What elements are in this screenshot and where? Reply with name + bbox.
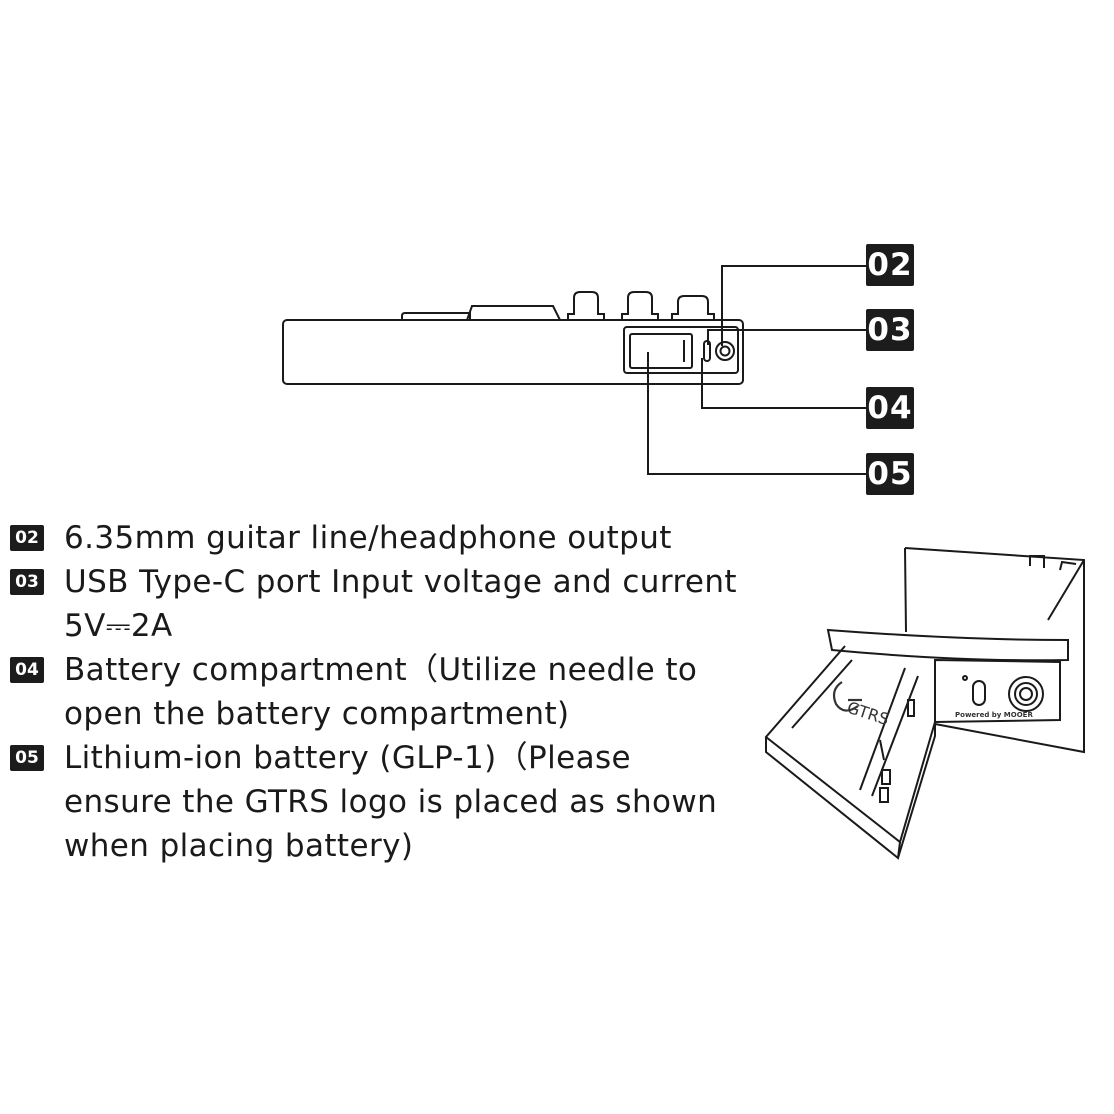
knob-1 bbox=[567, 291, 605, 320]
legend-line: Lithium-ion battery (GLP-1)（Please bbox=[64, 740, 632, 776]
leader-05 bbox=[647, 352, 866, 475]
legend-item-02: 02 6.35mm guitar line/headphone output bbox=[10, 516, 770, 560]
gtrs-logo: GTRS bbox=[845, 698, 892, 729]
leader-04 bbox=[701, 358, 866, 409]
callout-03: 03 bbox=[866, 309, 914, 351]
legend-line: when placing battery) bbox=[64, 828, 414, 864]
legend-badge-03: 03 bbox=[10, 569, 44, 595]
device-screen-bump bbox=[466, 305, 561, 321]
headphone-jack-outer bbox=[715, 341, 735, 361]
callout-05: 05 bbox=[866, 453, 914, 495]
battery-tray bbox=[764, 645, 936, 844]
legend-line: open the battery compartment) bbox=[64, 696, 570, 732]
legend-item-05: 05 Lithium-ion battery (GLP-1)（Please en… bbox=[10, 736, 770, 868]
legend-line: 6.35mm guitar line/headphone output bbox=[64, 520, 672, 556]
leader-03 bbox=[707, 329, 866, 345]
panel-knob bbox=[1008, 676, 1044, 712]
legend-line: Battery compartment（Utilize needle to bbox=[64, 652, 698, 688]
legend-text-02: 6.35mm guitar line/headphone output bbox=[64, 516, 770, 560]
knob-2 bbox=[621, 291, 659, 320]
legend-text-04: Battery compartment（Utilize needle to op… bbox=[64, 648, 770, 736]
port-panel bbox=[623, 326, 739, 374]
legend-text-03: USB Type-C port Input voltage and curren… bbox=[64, 560, 770, 648]
device-body bbox=[282, 319, 744, 385]
legend-line: USB Type-C port Input voltage and curren… bbox=[64, 564, 737, 600]
legend: 02 6.35mm guitar line/headphone output 0… bbox=[10, 516, 770, 868]
legend-text-05: Lithium-ion battery (GLP-1)（Please ensur… bbox=[64, 736, 770, 868]
headphone-jack-inner bbox=[719, 345, 731, 357]
legend-item-04: 04 Battery compartment（Utilize needle to… bbox=[10, 648, 770, 736]
callout-04: 04 bbox=[866, 387, 914, 429]
battery-front-frame bbox=[826, 628, 1069, 662]
leader-02 bbox=[721, 265, 866, 346]
device-top-plate bbox=[401, 312, 471, 320]
panel-brand-label: Powered by MOOER bbox=[955, 711, 1033, 719]
legend-line: 5V⎓2A bbox=[64, 608, 173, 644]
legend-line: ensure the GTRS logo is placed as shown bbox=[64, 784, 718, 820]
gtrs-logo-group: GTRS bbox=[832, 681, 892, 729]
legend-badge-02: 02 bbox=[10, 525, 44, 551]
knob-3 bbox=[671, 295, 715, 320]
legend-badge-04: 04 bbox=[10, 657, 44, 683]
callout-02: 02 bbox=[866, 244, 914, 286]
battery-housing bbox=[904, 547, 1085, 754]
legend-badge-05: 05 bbox=[10, 745, 44, 771]
legend-item-03: 03 USB Type-C port Input voltage and cur… bbox=[10, 560, 770, 648]
battery-front-panel bbox=[934, 658, 1061, 724]
battery-door bbox=[629, 333, 693, 369]
